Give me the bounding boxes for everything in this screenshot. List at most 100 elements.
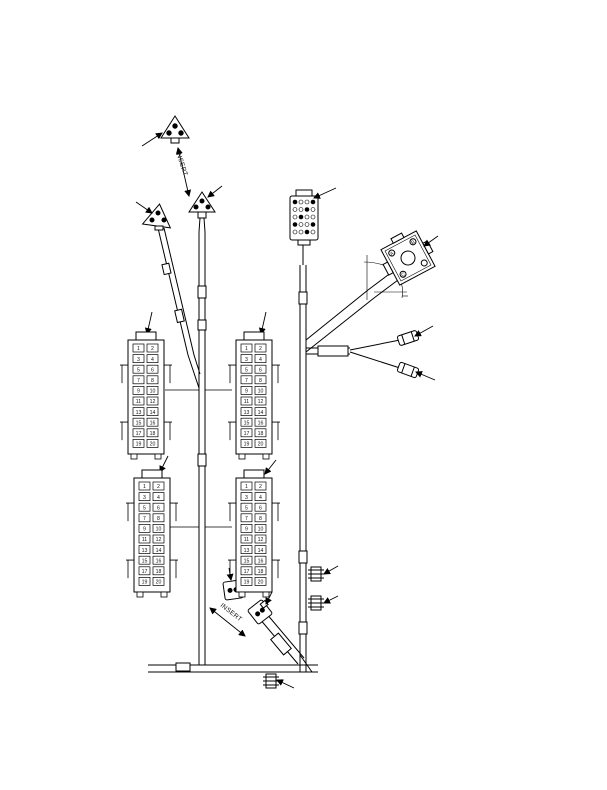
connector-a-pin-number: 7: [137, 378, 140, 384]
connector-b-pin-cell: [240, 386, 253, 395]
connector-c-pin-cell: [152, 577, 165, 586]
connector-c-pin-number: 13: [142, 548, 148, 554]
connector-b-pin-cell: [254, 364, 267, 374]
connector-b-pin-number: 3: [245, 357, 248, 363]
connector-b-pin-number: 11: [244, 399, 249, 405]
connector-d-clip-left-0: [228, 502, 236, 522]
connector-d-pin-cell: [254, 492, 267, 501]
connector-a-pin-cell: [146, 386, 159, 395]
connector-c-pin-cell: [138, 481, 151, 491]
connector-a-pin-cell: [146, 407, 159, 416]
connector-c-pin-cell: [138, 492, 151, 501]
connector-d-pin-number: 7: [245, 516, 248, 522]
connector-b-pin-number: 15: [244, 420, 250, 426]
connector-b-pin-number: 4: [259, 357, 262, 363]
connector-a-pin-cell: [132, 375, 145, 385]
grid-pin: [310, 229, 316, 235]
connector-a-pin-number: 8: [151, 378, 154, 384]
connector-c-pin-cell: [138, 524, 151, 533]
connector-c-pin-number: 11: [142, 537, 147, 543]
connector-b-pin-cell: [240, 439, 253, 448]
connector-b-pin-cell: [240, 428, 253, 438]
connector-b-pin-cell: [254, 439, 267, 448]
connector-a-pin-number: 12: [150, 399, 156, 405]
connector-d-pin-cell: [254, 524, 267, 533]
connector-c-clip-left-0: [126, 502, 134, 522]
connector-a-pin-cell: [146, 354, 159, 363]
connector-c-pin-cell: [152, 534, 165, 544]
connector-c-pin-number: 5: [143, 505, 146, 511]
connector-d-pin-cell: [254, 577, 267, 586]
connector-a-foot-right: [154, 453, 162, 460]
connector-c-pin-number: 8: [157, 516, 160, 522]
connector-a-pin-number: 10: [150, 389, 156, 395]
insert-label-bottom: INSERT: [219, 602, 243, 623]
grid-pin: [298, 214, 304, 220]
connector-a-pin-number: 5: [137, 367, 140, 373]
connector-b-clip-left-0: [228, 364, 236, 384]
ground-stud-bottom: [263, 673, 279, 689]
insert-label-top: INSERT: [174, 150, 189, 176]
left-diagonal-branch: [157, 227, 201, 389]
ground-stud-lower: [308, 595, 324, 611]
callout-leaders: [135, 132, 439, 689]
connector-a-pin-number: 20: [150, 442, 156, 448]
sensor-letter-b: B: [410, 239, 416, 246]
connector-a-foot-left: [130, 453, 138, 460]
connector-b-pin-cell: [254, 375, 267, 385]
connector-a-pin-cell: [146, 396, 159, 406]
connector-c-pin-cell: [152, 566, 165, 576]
insert-arrow-bottom: [209, 607, 246, 637]
connector-b-pin-number: 1: [245, 346, 248, 352]
grid-pin: [304, 222, 310, 227]
connector-c-pin-number: 2: [157, 484, 160, 490]
connector-d-pin-number: 17: [244, 569, 250, 575]
connector-c-pin-cell: [138, 555, 151, 565]
connector-d-pin-number: 3: [245, 495, 248, 501]
connector-d-pin-cell: [240, 577, 253, 586]
connector-d-pin-cell: [240, 545, 253, 554]
connector-a-pin-number: 18: [150, 431, 156, 437]
connector-c-clip-right-1: [170, 559, 178, 579]
connector-c-pin-cell: [152, 513, 165, 523]
grid-pin: [292, 207, 298, 212]
grid-pin: [292, 222, 298, 227]
connector-b-foot-right: [262, 453, 270, 460]
connector-d-pin-cell: [240, 524, 253, 533]
connector-a-pin-number: 9: [137, 389, 140, 395]
connector-b-foot-left: [238, 453, 246, 460]
connector-b-pin-cell: [254, 428, 267, 438]
connector-d-pin-number: 19: [244, 580, 250, 586]
connector-c-pin-number: 15: [142, 558, 148, 564]
connector-b-pin-cell: [240, 396, 253, 406]
connector-c-pin-number: 16: [156, 558, 162, 564]
connector-d-pin-number: 20: [258, 580, 264, 586]
connector-a-pin-number: 15: [136, 420, 142, 426]
connector-c-pin-cell: [152, 502, 165, 512]
connector-d-pin-cell: [240, 534, 253, 544]
connector-b-pin-cell: [240, 343, 253, 353]
connector-a-pin-cell: [146, 417, 159, 427]
connector-c-pin-number: 4: [157, 495, 160, 501]
grid-pin: [298, 199, 304, 205]
grid-pin: [292, 229, 298, 235]
connector-d-foot-right: [262, 591, 270, 598]
connector-d-pin-cell: [240, 555, 253, 565]
connector-a-pin-number: 13: [136, 410, 142, 416]
connector-d-clip-left-1: [228, 559, 236, 579]
connector-c-pin-cell: [138, 534, 151, 544]
grid-pin: [310, 214, 316, 220]
connector-d-pin-cell: [240, 566, 253, 576]
connector-a-pin-cell: [132, 417, 145, 427]
triangle-connector-right: [188, 191, 216, 233]
connector-a-pin-number: 4: [151, 357, 154, 363]
connector-b-pin-cell: [254, 386, 267, 395]
connector-d-foot-left: [238, 591, 246, 598]
sensor-square: [380, 230, 436, 286]
grid-pin: [304, 199, 310, 205]
connector-d-pin-number: 6: [259, 505, 262, 511]
connector-a-pin-cell: [146, 343, 159, 353]
connector-d-pin-number: 8: [259, 516, 262, 522]
connector-d-pin-number: 15: [244, 558, 250, 564]
